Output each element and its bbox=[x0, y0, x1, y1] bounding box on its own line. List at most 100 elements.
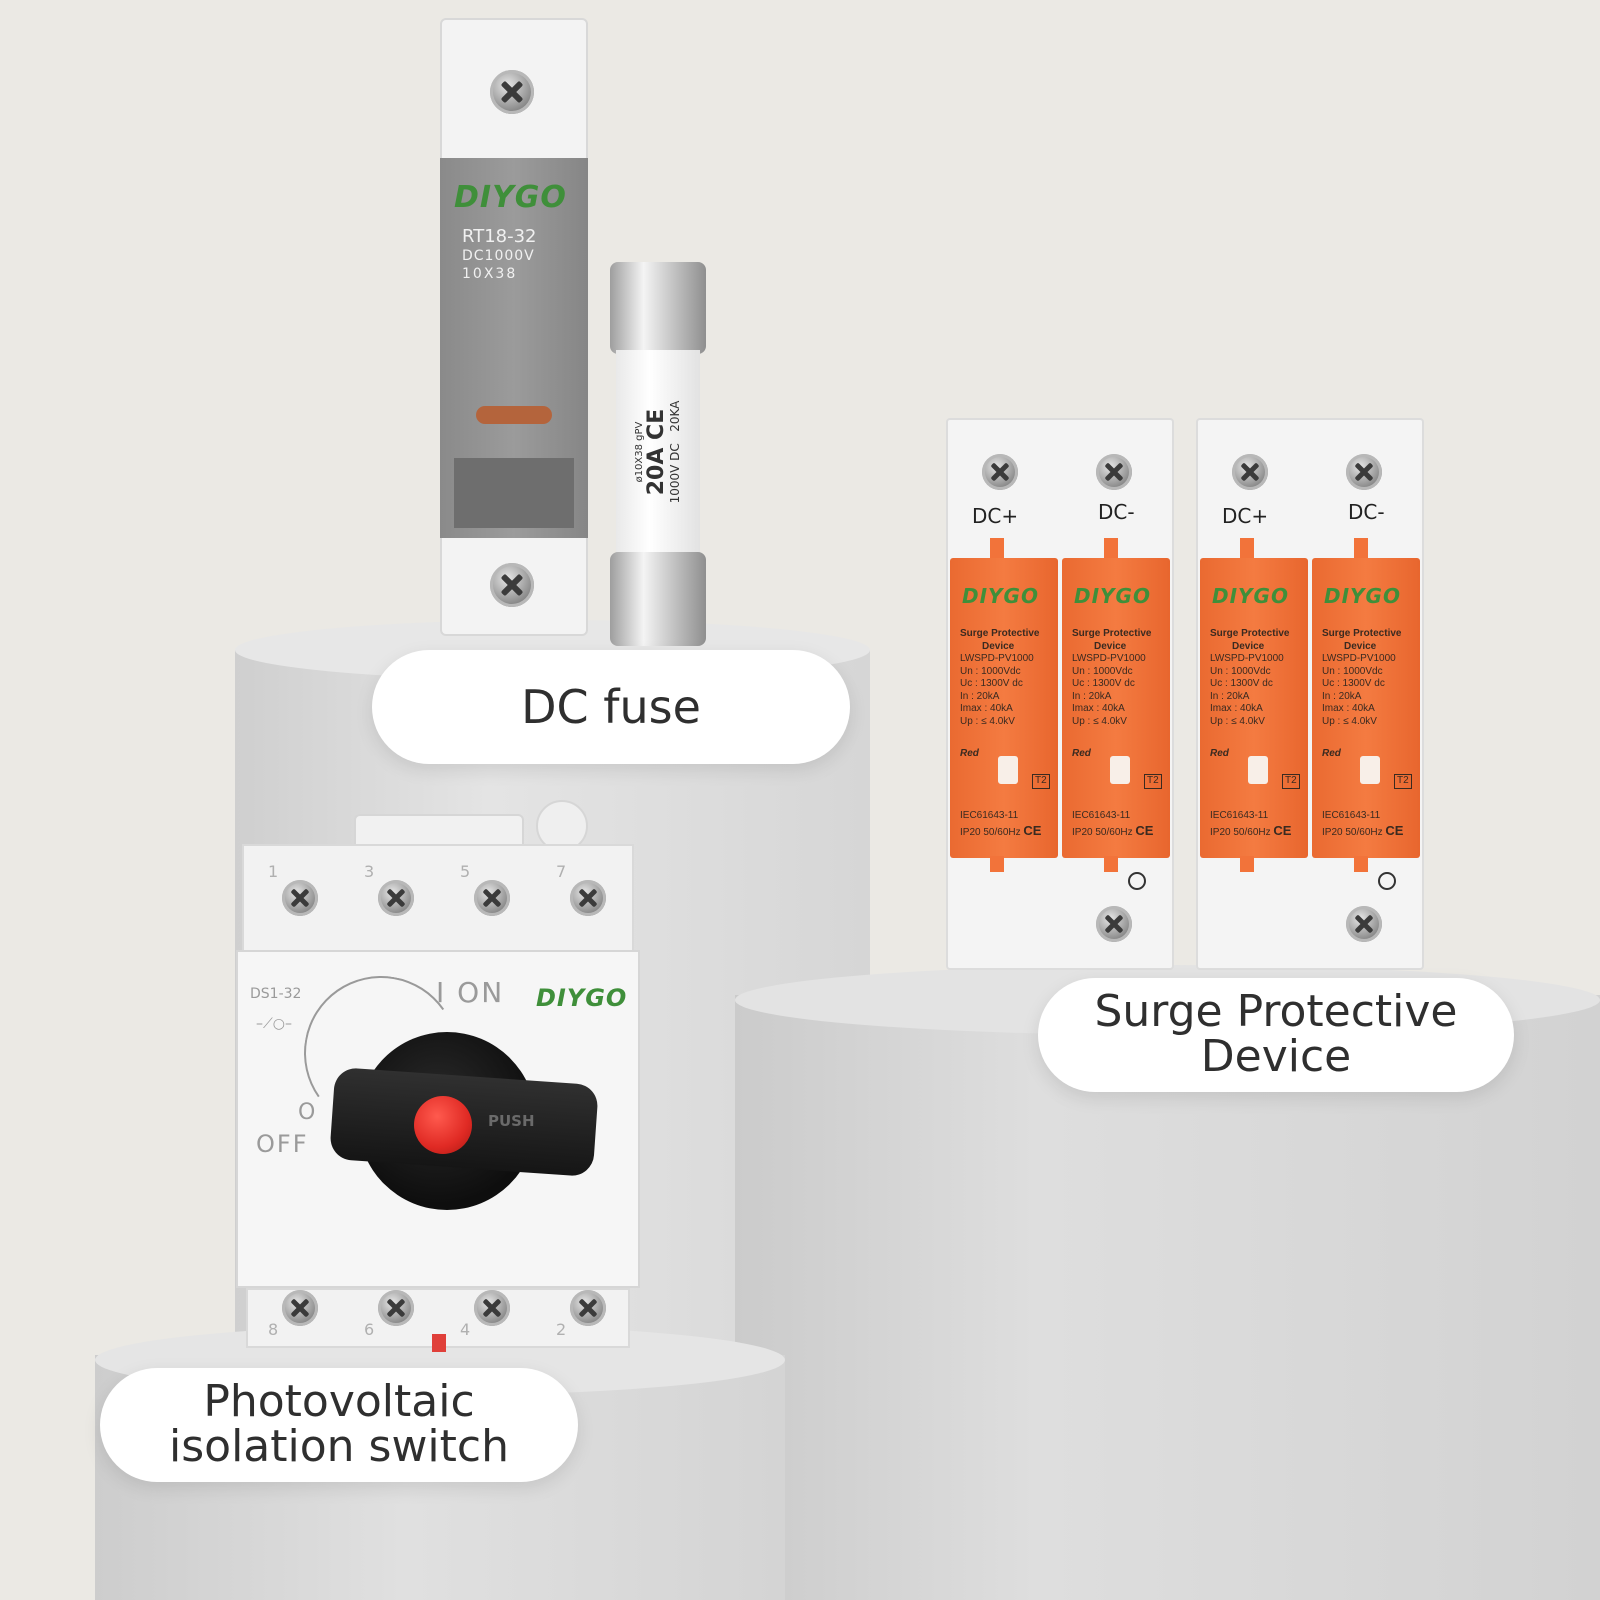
push-button[interactable] bbox=[414, 1096, 472, 1154]
spd-in: In : 20kA bbox=[1322, 690, 1362, 702]
spd-title-2: Device bbox=[1232, 640, 1265, 652]
spd-model: LWSPD-PV1000 bbox=[1322, 653, 1396, 664]
spd-red-label: Red bbox=[1322, 748, 1341, 759]
spd-status-window bbox=[1360, 756, 1380, 784]
spd-status-window bbox=[1248, 756, 1268, 784]
spd-pole: DIYGO Surge Protective Device LWSPD-PV10… bbox=[950, 558, 1058, 858]
spd-status-window bbox=[998, 756, 1018, 784]
spd-model: LWSPD-PV1000 bbox=[960, 653, 1034, 664]
screw-icon[interactable] bbox=[570, 880, 606, 916]
spd-unit: DC+ DC- DIYGO Surge Protective Device LW… bbox=[946, 418, 1174, 970]
fuse-holder-model: RT18-32 bbox=[462, 226, 537, 247]
spd-title-2: Device bbox=[1344, 640, 1377, 652]
spd-imax: Imax : 40kA bbox=[1322, 703, 1375, 714]
spd-title: Surge Protective bbox=[1322, 628, 1402, 639]
switch-on-label: I ON bbox=[436, 976, 505, 1009]
spd-up: Up : ≤ 4.0kV bbox=[1210, 715, 1265, 727]
screw-icon[interactable] bbox=[474, 1290, 510, 1326]
screw-icon[interactable] bbox=[378, 1290, 414, 1326]
spd-model: LWSPD-PV1000 bbox=[1210, 653, 1284, 664]
screw-icon[interactable] bbox=[378, 880, 414, 916]
spd-pole: DIYGO Surge Protective Device LWSPD-PV10… bbox=[1062, 558, 1170, 858]
ce-mark-icon: CE bbox=[1273, 822, 1292, 838]
spd-dc-minus-label: DC- bbox=[1098, 500, 1135, 524]
terminal-number: 4 bbox=[460, 1320, 471, 1339]
spd-label-line2: Device bbox=[1200, 1031, 1352, 1082]
spd-ip: IP20 50/60Hz bbox=[1210, 826, 1271, 838]
fuse-holder-brand: DIYGO bbox=[454, 180, 567, 215]
spd-unit: DC+ DC- DIYGO Surge Protective Device LW… bbox=[1196, 418, 1424, 970]
screw-icon[interactable] bbox=[474, 880, 510, 916]
spd-class: T2 bbox=[1032, 774, 1050, 789]
ce-mark-icon: CE bbox=[1135, 822, 1154, 838]
terminal-number: 7 bbox=[556, 862, 567, 881]
spd-ip: IP20 50/60Hz bbox=[960, 826, 1021, 838]
fuse-holder-size: 10X38 bbox=[462, 266, 518, 282]
fuse-holder: DIYGO RT18-32 DC1000V 10X38 bbox=[440, 18, 588, 636]
dc-fuse-label-text: DC fuse bbox=[521, 679, 701, 734]
screw-icon bbox=[1096, 454, 1132, 490]
switch-label: Photovoltaic isolation switch bbox=[100, 1368, 578, 1482]
spd-up: Up : ≤ 4.0kV bbox=[960, 715, 1015, 727]
spd-imax: Imax : 40kA bbox=[1210, 703, 1263, 714]
fuse-holder-rating: DC1000V bbox=[462, 248, 535, 264]
terminal-number: 5 bbox=[460, 862, 471, 881]
spd-in: In : 20kA bbox=[1072, 690, 1112, 702]
switch-label-line2: isolation switch bbox=[169, 1421, 509, 1472]
spd-un: Un : 1000Vdc bbox=[1210, 665, 1271, 677]
screw-icon bbox=[490, 70, 534, 114]
screw-icon[interactable] bbox=[282, 1290, 318, 1326]
spd-class: T2 bbox=[1394, 774, 1412, 789]
spd-ip: IP20 50/60Hz bbox=[1322, 826, 1383, 838]
screw-icon[interactable] bbox=[570, 1290, 606, 1326]
spd-title-2: Device bbox=[982, 640, 1015, 652]
ce-mark-icon: CE bbox=[1385, 822, 1404, 838]
spd-uc: Uc : 1300V dc bbox=[1322, 678, 1385, 689]
spd-standard: IEC61643-11 bbox=[960, 810, 1019, 821]
spd-brand: DIYGO bbox=[1212, 584, 1289, 608]
spd-dc-plus-label: DC+ bbox=[972, 504, 1019, 528]
spd-label: Surge Protective Device bbox=[1038, 978, 1514, 1092]
spd-uc: Uc : 1300V dc bbox=[960, 678, 1023, 689]
spd-title: Surge Protective bbox=[1072, 628, 1152, 639]
fuse-indicator-window bbox=[476, 406, 552, 424]
spd-in: In : 20kA bbox=[1210, 690, 1250, 702]
spd-un: Un : 1000Vdc bbox=[1072, 665, 1133, 677]
screw-icon bbox=[1096, 906, 1132, 942]
spd-uc: Uc : 1300V dc bbox=[1210, 678, 1273, 689]
fuse-breaking: 20KA bbox=[668, 400, 682, 432]
spd-brand: DIYGO bbox=[1324, 584, 1401, 608]
spd-ip: IP20 50/60Hz bbox=[1072, 826, 1133, 838]
push-label: PUSH bbox=[488, 1112, 535, 1130]
terminal-number: 3 bbox=[364, 862, 375, 881]
screw-icon bbox=[490, 563, 534, 607]
spd-standard: IEC61643-11 bbox=[1072, 810, 1131, 821]
spd-dc-minus-label: DC- bbox=[1348, 500, 1385, 524]
spd-brand: DIYGO bbox=[962, 584, 1039, 608]
screw-icon bbox=[982, 454, 1018, 490]
spd-up: Up : ≤ 4.0kV bbox=[1322, 715, 1377, 727]
terminal-number: 6 bbox=[364, 1320, 375, 1339]
switch-symbol-icon: –⟋○– bbox=[256, 1016, 293, 1032]
spd-title: Surge Protective bbox=[960, 628, 1040, 639]
podium-right bbox=[735, 965, 1600, 1600]
spd-model: LWSPD-PV1000 bbox=[1072, 653, 1146, 664]
switch-off-label: OFF bbox=[256, 1130, 309, 1158]
ce-mark-icon: CE bbox=[1023, 822, 1042, 838]
fuse-cartridge: ø10X38 gPV 20A CE 1000V DC 20KA bbox=[610, 262, 706, 646]
terminal-number: 8 bbox=[268, 1320, 279, 1339]
spd-un: Un : 1000Vdc bbox=[1322, 665, 1383, 677]
spd-pole: DIYGO Surge Protective Device LWSPD-PV10… bbox=[1200, 558, 1308, 858]
spd-standard: IEC61643-11 bbox=[1322, 810, 1381, 821]
screw-icon bbox=[1346, 906, 1382, 942]
screw-icon[interactable] bbox=[282, 880, 318, 916]
terminal-number: 1 bbox=[268, 862, 279, 881]
spd-status-window bbox=[1110, 756, 1130, 784]
spd-class: T2 bbox=[1144, 774, 1162, 789]
fuse-voltage: 1000V DC bbox=[668, 443, 682, 504]
ce-mark-icon: CE bbox=[643, 408, 669, 440]
spd-title-2: Device bbox=[1094, 640, 1127, 652]
ground-icon bbox=[1378, 872, 1396, 890]
fuse-amps: 20A bbox=[643, 447, 669, 496]
ground-icon bbox=[1128, 872, 1146, 890]
